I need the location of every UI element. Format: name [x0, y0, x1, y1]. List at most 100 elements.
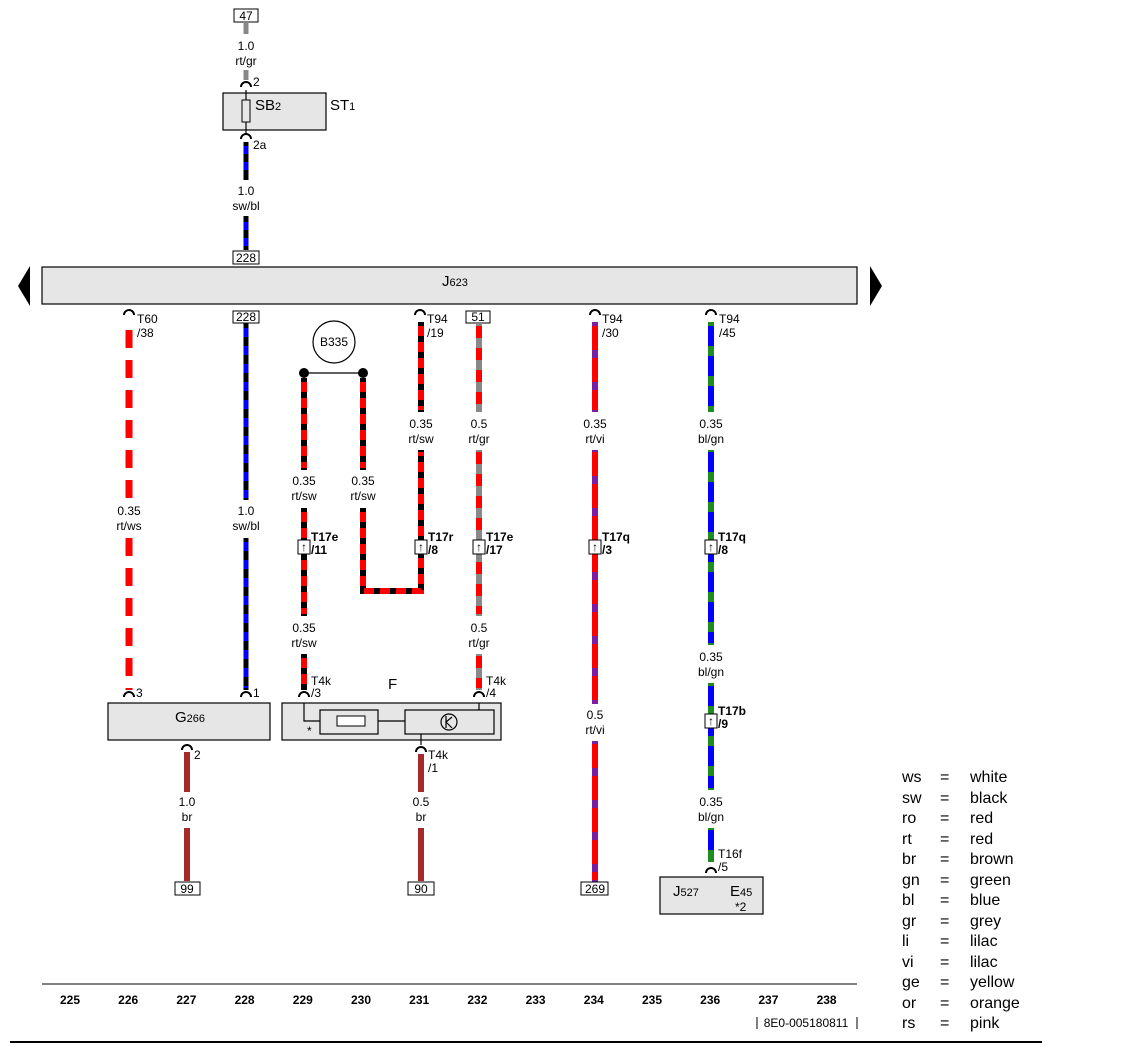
- legend-row: vi=lilac: [902, 953, 1020, 974]
- pin-2a: 2a: [253, 138, 267, 152]
- t16f-pin: /5: [718, 860, 728, 874]
- fuse-carrier-st1: [222, 92, 327, 131]
- splice-b335: [312, 320, 356, 364]
- legend-equals: =: [940, 912, 950, 930]
- legend-row: br=brown: [902, 850, 1020, 871]
- grid-number: 230: [351, 993, 371, 1007]
- t17d: T17q: [602, 530, 630, 544]
- g266-label: G266: [175, 709, 205, 726]
- connector-arrow: ↑: [708, 540, 714, 554]
- grid-number: 228: [235, 993, 255, 1007]
- legend-row: ro=red: [902, 809, 1020, 830]
- connector-arrow: ↑: [708, 714, 714, 728]
- t17a-pin: /11: [311, 543, 327, 557]
- connector-t17r-8: [414, 539, 428, 555]
- splice-node-left: [299, 368, 309, 378]
- legend-code: sw: [902, 789, 922, 807]
- doc-id-bg: [757, 1017, 857, 1029]
- t17e: T17q: [718, 530, 746, 544]
- legend-equals: =: [940, 974, 950, 991]
- g266-pin1: 1: [253, 686, 260, 700]
- wire-gauge-feed: 1.0: [238, 184, 255, 198]
- pin-2: 2: [253, 75, 260, 89]
- legend-code: gr: [902, 912, 917, 930]
- arrow-right-icon: [870, 266, 882, 306]
- grid-number: 234: [584, 993, 604, 1007]
- g266-pin3: 3: [136, 686, 143, 700]
- ref-99: 99: [180, 882, 194, 896]
- ref-box-269: [580, 881, 609, 896]
- t4k1-pin: /1: [428, 761, 438, 775]
- w8b-gauge: 0.35: [699, 650, 723, 664]
- legend-row: gr = grey: [902, 912, 1020, 933]
- pin-terminal-t16f: [705, 867, 717, 874]
- pin-terminal-t94-45: [705, 309, 717, 316]
- t17b-pin: /8: [428, 543, 438, 557]
- t17b: T17r: [428, 530, 454, 544]
- legend-row: gn=green: [902, 871, 1020, 892]
- w7b-color: rt/vi: [585, 723, 604, 737]
- t4k1: T4k: [428, 748, 449, 762]
- w3b-color: rt/sw: [350, 489, 376, 503]
- splice-node-right: [358, 368, 368, 378]
- pin-terminal-t4k-4: [473, 691, 485, 698]
- component-g266: [107, 702, 271, 741]
- ref-box-99: [174, 881, 201, 896]
- legend-code: rs: [902, 1015, 916, 1032]
- legend-name: lilac: [970, 953, 998, 971]
- t17c-pin: /17: [486, 543, 503, 557]
- t17d-pin: /3: [602, 543, 612, 557]
- f-star: *: [307, 724, 312, 738]
- legend-row: ge=yellow: [902, 973, 1020, 994]
- w5-color: rt/sw: [408, 432, 434, 446]
- legend-name: green: [970, 871, 1011, 889]
- legend-equals: =: [940, 789, 950, 807]
- w3b-gauge: 0.35: [351, 474, 375, 488]
- pin-terminal-t94-30: [589, 309, 601, 316]
- legend-equals: =: [940, 953, 950, 971]
- w8c-gauge: 0.35: [699, 795, 723, 809]
- f-out-gauge: 0.5: [413, 795, 430, 809]
- w8c-color: bl/gn: [698, 810, 724, 824]
- legend-equals: =: [940, 933, 950, 950]
- legend-code: ws: [902, 769, 922, 786]
- w4-gauge: 0.35: [292, 621, 316, 635]
- t16f: T16f: [718, 847, 743, 861]
- w7a-color: rt/vi: [585, 432, 604, 446]
- connector-arrow: ↑: [301, 540, 307, 554]
- legend-row: bl=blue: [902, 891, 1020, 912]
- conn-t94c-pin: /45: [719, 326, 736, 340]
- legend-row: or=orange: [902, 994, 1020, 1015]
- legend-code: br: [902, 851, 917, 868]
- connector-t17b-9: [704, 713, 718, 729]
- wire-color-feed: sw/bl: [232, 199, 259, 213]
- fuse-label: SB2: [255, 97, 281, 114]
- pin-terminal-t4k-3: [298, 691, 310, 698]
- legend-equals: =: [940, 1015, 950, 1032]
- conn-t94a: T94: [427, 312, 448, 326]
- legend-row: rt=red: [902, 830, 1020, 851]
- w2-gauge: 1.0: [238, 504, 255, 518]
- e45-label: E45: [730, 883, 752, 900]
- legend-equals: =: [940, 830, 950, 848]
- conn-t60-pin: /38: [137, 326, 154, 340]
- module-j623: [41, 266, 858, 305]
- conn-t60: T60: [137, 312, 158, 326]
- legend-name: yellow: [970, 974, 1015, 991]
- grid-number: 236: [700, 993, 720, 1007]
- carrier-label: ST1: [330, 97, 355, 114]
- j527-label: J527: [673, 883, 699, 900]
- t17c: T17e: [486, 530, 514, 544]
- g-out-color: br: [182, 810, 193, 824]
- j527-note: *2: [735, 900, 747, 914]
- f-switch-box: [404, 709, 495, 735]
- ref-228: 228: [236, 310, 256, 324]
- ref-box-228-top: [232, 250, 260, 265]
- resistor-icon: [336, 715, 366, 727]
- grid-number: 232: [467, 993, 487, 1007]
- legend-name: grey: [970, 912, 1002, 930]
- legend-code: li: [902, 933, 910, 950]
- ref-box-90: [407, 881, 435, 896]
- ref-47: 47: [239, 9, 253, 23]
